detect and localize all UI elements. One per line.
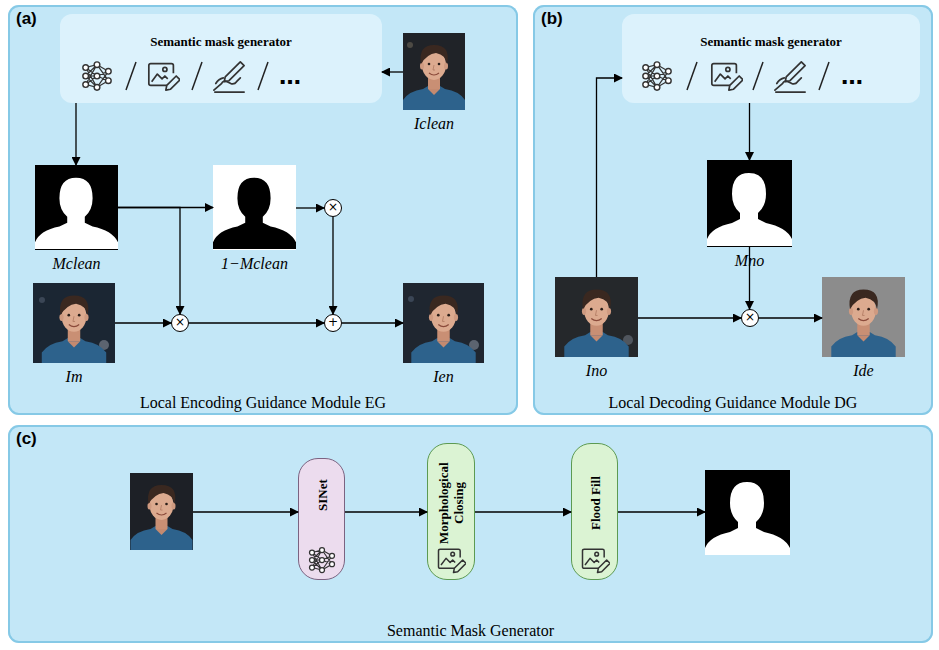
flow-arrow bbox=[749, 247, 750, 309]
panel-letter: (b) bbox=[541, 9, 563, 29]
flow-arrow bbox=[749, 103, 750, 160]
flow-arrow bbox=[759, 317, 822, 318]
vertical-label: Flood Fill bbox=[587, 454, 602, 552]
vertical-label: Morphological Closing bbox=[436, 454, 466, 552]
flow-arrow bbox=[597, 78, 623, 277]
image-edit-icon bbox=[583, 549, 611, 572]
face-photo bbox=[130, 473, 193, 550]
flow-arrow bbox=[332, 217, 333, 314]
ellipsis-mark: … bbox=[275, 64, 305, 89]
image-edit-icon bbox=[439, 549, 467, 572]
operator-circle: × bbox=[171, 314, 189, 332]
flow-arrow bbox=[296, 207, 324, 208]
inverse-mask-image bbox=[213, 165, 296, 250]
panel-letter: (c) bbox=[16, 429, 37, 449]
operator-symbol: × bbox=[325, 199, 341, 216]
face-photo bbox=[555, 277, 638, 357]
image-caption: Ino bbox=[535, 362, 658, 380]
separator-slash bbox=[192, 62, 202, 90]
mask-image bbox=[35, 165, 118, 250]
mask-image bbox=[707, 160, 792, 247]
operator-symbol: × bbox=[172, 314, 188, 331]
flow-arrow bbox=[193, 511, 298, 512]
process-box: Flood Fill bbox=[571, 443, 618, 580]
operator-symbol: × bbox=[742, 309, 758, 326]
image-caption: Iclean bbox=[383, 115, 485, 133]
flow-arrow bbox=[118, 208, 180, 315]
network-icon bbox=[310, 548, 335, 573]
operator-circle: × bbox=[324, 199, 342, 217]
face-photo bbox=[822, 277, 905, 357]
flow-arrow bbox=[345, 511, 427, 512]
operator-circle: + bbox=[324, 314, 342, 332]
panel-letter: (a) bbox=[16, 9, 37, 29]
flow-arrow bbox=[342, 322, 403, 323]
flow-arrow bbox=[75, 103, 76, 165]
separator-slash bbox=[687, 62, 697, 90]
separator-slash bbox=[819, 62, 829, 90]
flow-arrow bbox=[618, 511, 705, 512]
generator-title: Semantic mask generator bbox=[60, 34, 382, 50]
mask-image bbox=[705, 470, 790, 555]
image-caption: 1−Mclean bbox=[193, 255, 316, 273]
separator-slash bbox=[126, 62, 136, 90]
flow-arrow bbox=[475, 511, 571, 512]
face-photo bbox=[33, 283, 115, 363]
separator-slash bbox=[258, 62, 268, 90]
manual-icon bbox=[775, 62, 805, 92]
image-edit-icon bbox=[712, 64, 743, 90]
operator-symbol: + bbox=[325, 314, 341, 331]
network-icon bbox=[643, 62, 671, 90]
flow-arrow bbox=[189, 322, 324, 323]
generator-box: Semantic mask generator bbox=[622, 14, 920, 103]
operator-circle: × bbox=[741, 309, 759, 327]
panel-title: Semantic Mask Generator bbox=[8, 622, 933, 640]
generator-box: Semantic mask generator bbox=[60, 14, 382, 103]
flow-arrow bbox=[382, 71, 403, 72]
panel-title: Local Decoding Guidance Module DG bbox=[533, 394, 933, 412]
face-photo bbox=[403, 33, 465, 110]
image-edit-icon bbox=[149, 64, 180, 90]
generator-title: Semantic mask generator bbox=[622, 34, 920, 50]
image-caption: Im bbox=[13, 368, 135, 386]
flow-arrow bbox=[115, 322, 171, 323]
network-icon bbox=[83, 62, 111, 90]
image-caption: Ien bbox=[383, 368, 504, 386]
ellipsis-mark: … bbox=[837, 64, 867, 89]
manual-icon bbox=[214, 62, 244, 92]
image-caption: Mclean bbox=[15, 255, 138, 273]
vertical-label: SINet bbox=[314, 469, 329, 521]
image-caption: Ide bbox=[802, 362, 925, 380]
panel-title: Local Encoding Guidance Module EG bbox=[8, 394, 518, 412]
process-box: Morphological Closing bbox=[427, 443, 475, 580]
face-photo bbox=[403, 283, 484, 363]
flow-arrow bbox=[638, 317, 741, 318]
separator-slash bbox=[753, 62, 763, 90]
